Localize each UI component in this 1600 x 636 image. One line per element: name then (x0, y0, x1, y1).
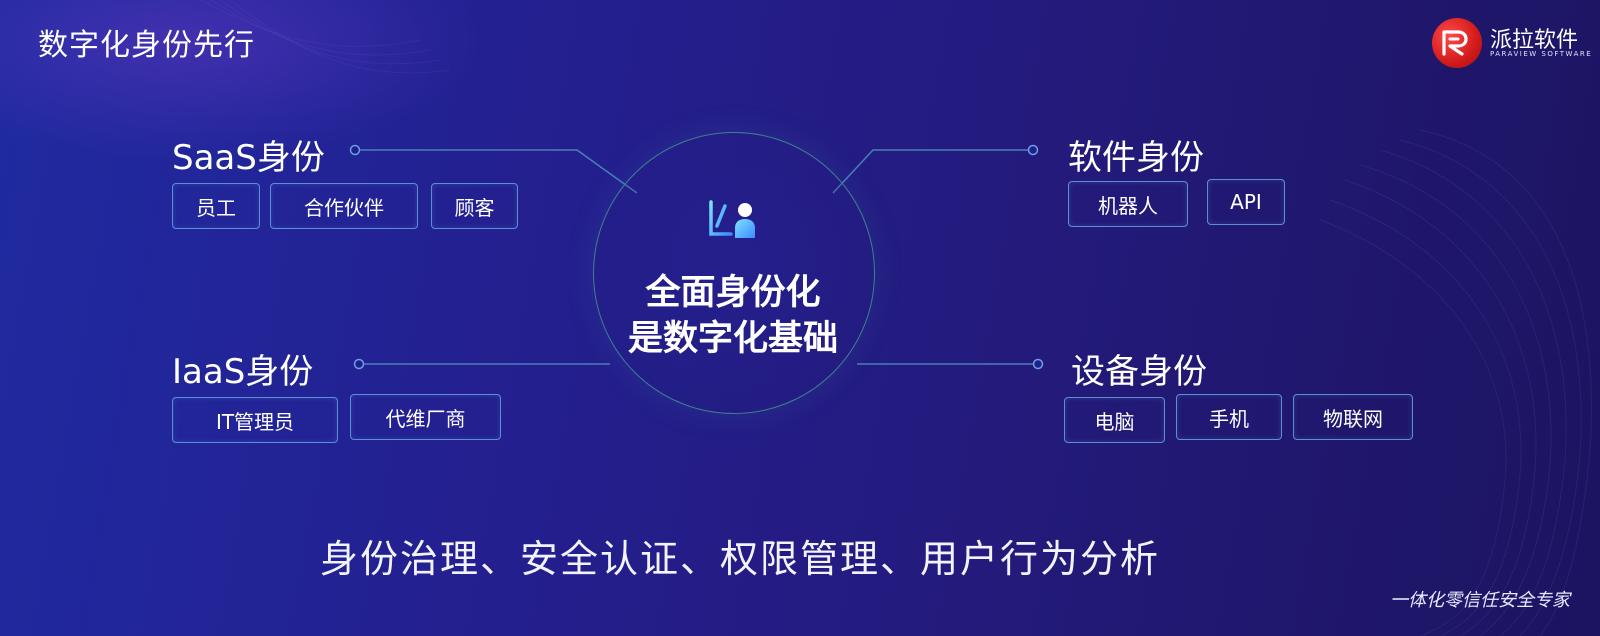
center-statement: 全面身份化 是数字化基础 (593, 270, 873, 362)
device-identity-title: 设备身份 (1071, 352, 1207, 392)
connector-dot-software (1027, 144, 1039, 156)
saas-identity-title: SaaS身份 (172, 138, 325, 178)
company-logo: 派拉软件 PARAVIEW SOFTWARE (1432, 18, 1592, 68)
company-slogan: 一体化零信任安全专家 (1390, 590, 1570, 611)
tag-it-admin: IT管理员 (172, 397, 338, 443)
identity-person-icon (709, 200, 755, 238)
tag-phone: 手机 (1176, 394, 1282, 440)
capabilities-statement: 身份治理、安全认证、权限管理、用户行为分析 (319, 537, 1160, 581)
slide-title: 数字化身份先行 (38, 28, 255, 63)
tag-computer: 电脑 (1064, 397, 1165, 443)
tag-vendor: 代维厂商 (350, 394, 501, 440)
connector-software (832, 149, 1028, 194)
logo-name: 派拉软件 (1490, 28, 1579, 53)
connector-dot-saas (349, 144, 361, 156)
tag-api: API (1207, 179, 1285, 225)
logo-r-icon (1432, 18, 1482, 68)
tag-partner: 合作伙伴 (270, 183, 418, 229)
tag-robot: 机器人 (1068, 181, 1188, 227)
connector-dot-device (1032, 358, 1044, 370)
software-identity-title: 软件身份 (1068, 138, 1204, 178)
tag-customer: 顾客 (431, 183, 518, 229)
connector-saas (360, 149, 638, 194)
connector-dot-iaas (353, 358, 365, 370)
tag-employee: 员工 (172, 183, 260, 229)
tag-iot: 物联网 (1293, 394, 1413, 440)
logo-subtitle: PARAVIEW SOFTWARE (1490, 50, 1593, 58)
center-circle (593, 132, 875, 414)
center-line-2: 是数字化基础 (627, 319, 838, 359)
center-line-1: 全面身份化 (645, 273, 821, 313)
iaas-identity-title: IaaS身份 (172, 352, 314, 392)
